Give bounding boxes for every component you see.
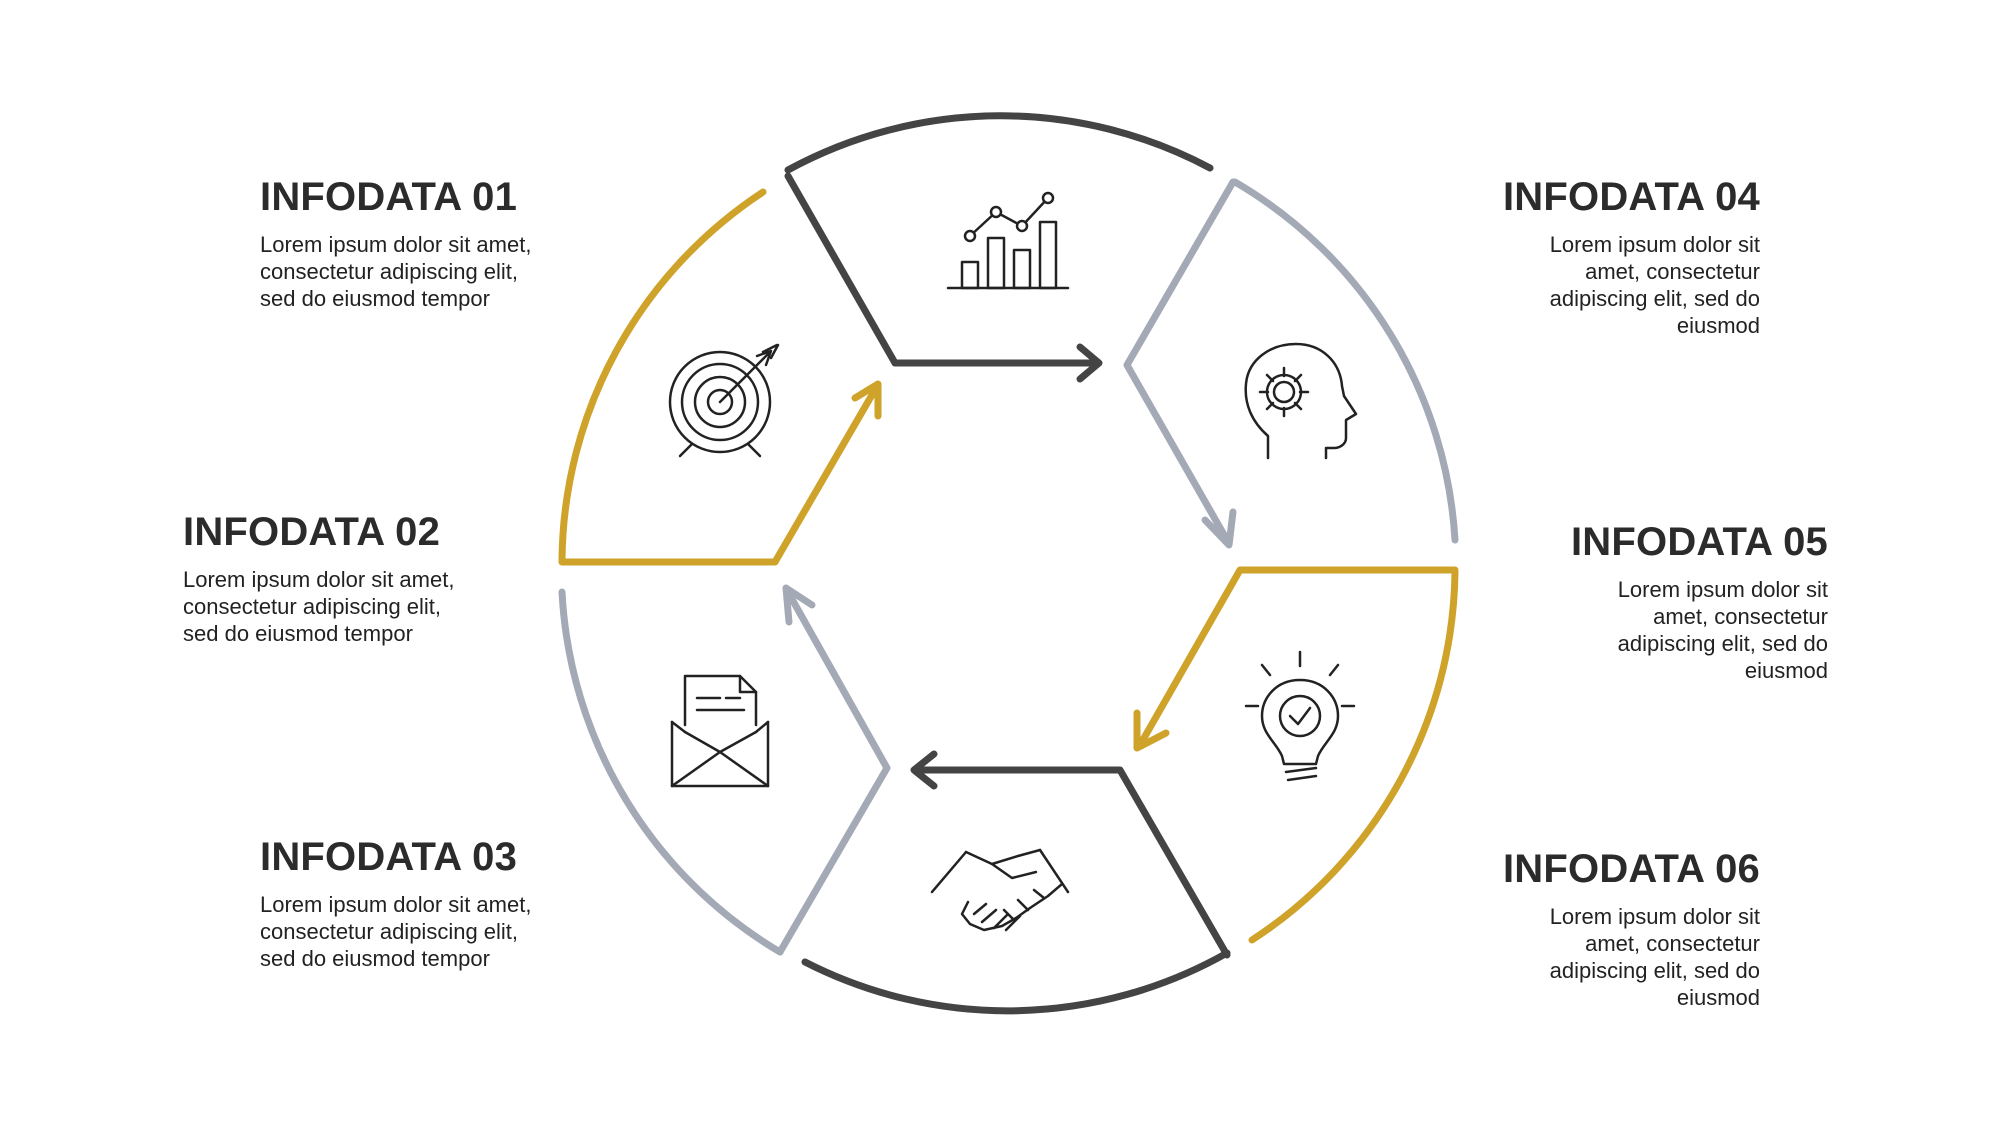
info-title-01: INFODATA 01	[260, 175, 518, 219]
info-block-05: INFODATA 05 Lorem ipsum dolor sit amet, …	[1448, 520, 1828, 684]
info-text-05: Lorem ipsum dolor sit amet, consectetur …	[1617, 577, 1828, 683]
info-text-04: Lorem ipsum dolor sit amet, consectetur …	[1549, 232, 1760, 338]
handshake-icon	[930, 848, 1070, 932]
target-icon	[668, 343, 780, 458]
info-title-03: INFODATA 03	[260, 835, 518, 879]
info-title-04: INFODATA 04	[1502, 175, 1760, 219]
letter-envelope-icon	[670, 674, 770, 788]
info-block-01: INFODATA 01 Lorem ipsum dolor sit amet, …	[260, 175, 640, 312]
segment-upper-left	[558, 188, 882, 566]
info-block-03: INFODATA 03 Lorem ipsum dolor sit amet, …	[260, 835, 640, 972]
bar-chart-icon	[946, 191, 1070, 290]
head-gear-icon	[1244, 342, 1358, 460]
info-block-06: INFODATA 06 Lorem ipsum dolor sit amet, …	[1380, 847, 1760, 1011]
segment-upper-right	[1123, 178, 1459, 549]
info-block-02: INFODATA 02 Lorem ipsum dolor sit amet, …	[183, 510, 563, 647]
info-text-06: Lorem ipsum dolor sit amet, consectetur …	[1549, 904, 1760, 1010]
segment-lower-left	[558, 584, 891, 956]
info-text-03: Lorem ipsum dolor sit amet, consectetur …	[260, 892, 532, 971]
info-text-01: Lorem ipsum dolor sit amet, consectetur …	[260, 232, 532, 311]
lightbulb-check-icon	[1244, 650, 1356, 782]
info-text-02: Lorem ipsum dolor sit amet, consectetur …	[183, 567, 455, 646]
info-title-06: INFODATA 06	[1502, 847, 1760, 891]
info-block-04: INFODATA 04 Lorem ipsum dolor sit amet, …	[1380, 175, 1760, 339]
segment-bottom	[801, 750, 1231, 1015]
segment-top	[784, 112, 1214, 383]
info-title-02: INFODATA 02	[183, 510, 441, 554]
info-title-05: INFODATA 05	[1570, 520, 1828, 564]
segment-lower-right	[1133, 566, 1459, 944]
